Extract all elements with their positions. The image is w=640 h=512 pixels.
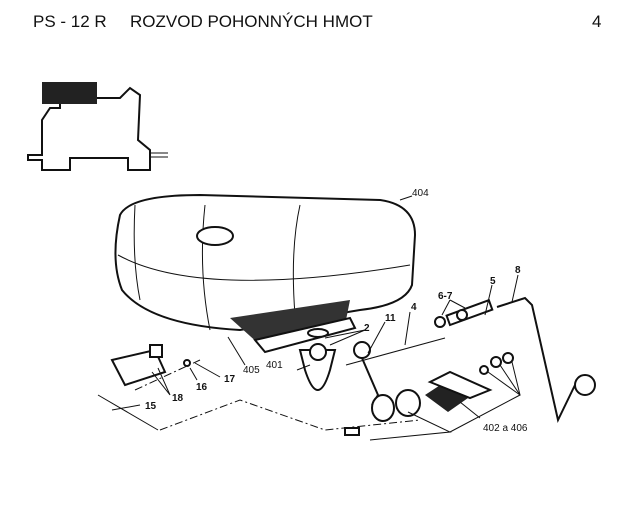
page-title: ROZVOD POHONNÝCH HMOT <box>130 12 373 31</box>
bracket-assembly <box>97 344 421 431</box>
callout-11: 11 <box>385 313 396 324</box>
leader-lines <box>111 195 521 441</box>
callout-402-406: 402 a 406 <box>483 423 528 434</box>
callout-5: 5 <box>490 276 496 287</box>
callout-15: 15 <box>145 401 157 412</box>
fuel-filter <box>298 328 337 391</box>
fuel-tank <box>114 193 417 354</box>
fuel-lines <box>344 296 596 436</box>
callout-18: 18 <box>172 393 184 404</box>
callout-6-7: 6-7 <box>438 291 453 302</box>
callout-2: 2 <box>364 323 370 334</box>
page-number: 4 <box>592 12 602 31</box>
callout-404: 404 <box>412 188 429 199</box>
callout-405: 405 <box>243 365 260 376</box>
callout-4: 4 <box>411 302 417 313</box>
callout-401: 401 <box>266 360 283 371</box>
catalog-code: PS - 12 R <box>33 12 107 31</box>
callout-8: 8 <box>515 265 521 276</box>
callout-16: 16 <box>196 382 208 393</box>
tractor-location-thumbnail <box>27 82 168 171</box>
callout-17: 17 <box>224 374 236 385</box>
